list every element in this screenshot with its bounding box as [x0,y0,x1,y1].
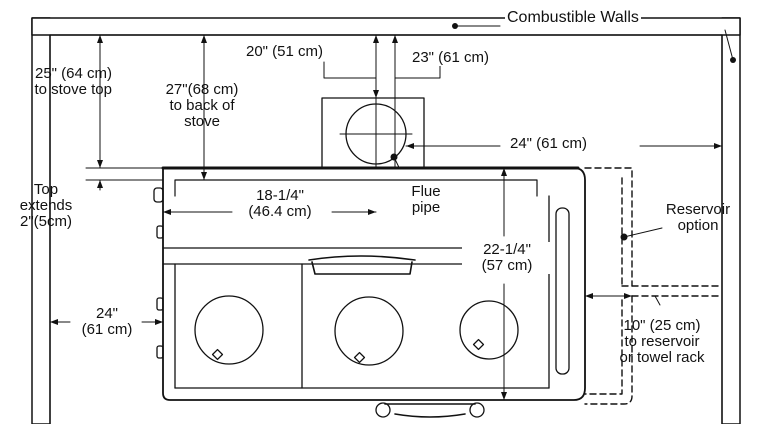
dimension-lines [49,34,723,401]
top-extends-line2: extends [19,197,73,214]
back-of-stove-clearance-label: 27"(68 cm) to back of stove [132,82,272,130]
reservoir-option-line2: option [677,217,719,234]
top-extends-line1: Top [33,181,59,198]
left-side-line1: 24" [95,305,118,322]
flue-center-line2: (46.4 cm) [248,203,312,220]
left-side-clearance-label: 24" (61 cm) [70,306,144,338]
flue-collar-box [321,97,425,169]
reservoir-gap-line3: or towel rack [619,349,705,366]
burner-lid-left [194,295,264,365]
right-side-clearance-label: 24" (61 cm) [508,135,590,152]
back-of-stove-line3: stove [184,113,220,130]
combustible-walls-label: Combustible Walls [505,9,641,26]
reservoir-gap-line1: 10" (25 cm) [623,317,701,334]
depth-line1: 22-1/4" [483,241,531,258]
back-of-stove-line1: 27"(68 cm) [165,81,239,98]
reservoir-option-line1: Reservoir [665,201,731,218]
flue-left-clearance-label: 20" (51 cm) [244,43,326,60]
dimension-arrowheads [50,35,722,400]
depth-dimension-label: 22-1/4" (57 cm) [462,242,552,274]
reservoir-option-label: Reservoir option [658,202,738,234]
reservoir-outline [584,167,723,405]
flue-center-dimension-label: 18-1/4" (46.4 cm) [230,188,330,220]
flue-pipe-line1: Flue [411,183,441,200]
stove-top-clearance-label: 25" (64 cm) to stove top [8,66,112,98]
towel-slot [555,207,570,375]
stove-top-clearance-line2: to stove top [34,81,112,98]
flue-center-line1: 18-1/4" [256,187,304,204]
stove-top-clearance-line1: 25" (64 cm) [34,65,112,82]
reservoir-gap-label: 10" (25 cm) to reservoir or towel rack [606,318,718,366]
depth-line2: (57 cm) [481,257,533,274]
reservoir-gap-line2: to reservoir [624,333,700,350]
stove-body [153,166,586,418]
flue-pipe-label: Flue pipe [398,184,454,216]
burner-lid-center [334,296,404,366]
flue-assembly [321,97,425,241]
burner-lids [194,295,519,366]
left-side-line2: (61 cm) [81,321,133,338]
burner-lid-right [459,300,519,360]
flue-right-clearance-label: 23" (61 cm) [410,49,492,66]
top-extends-line3: 2"(5cm) [20,213,72,230]
back-of-stove-line2: to back of [169,97,235,114]
top-extends-label: Top extends 2"(5cm) [4,182,88,230]
flue-pipe-line2: pipe [411,199,441,216]
